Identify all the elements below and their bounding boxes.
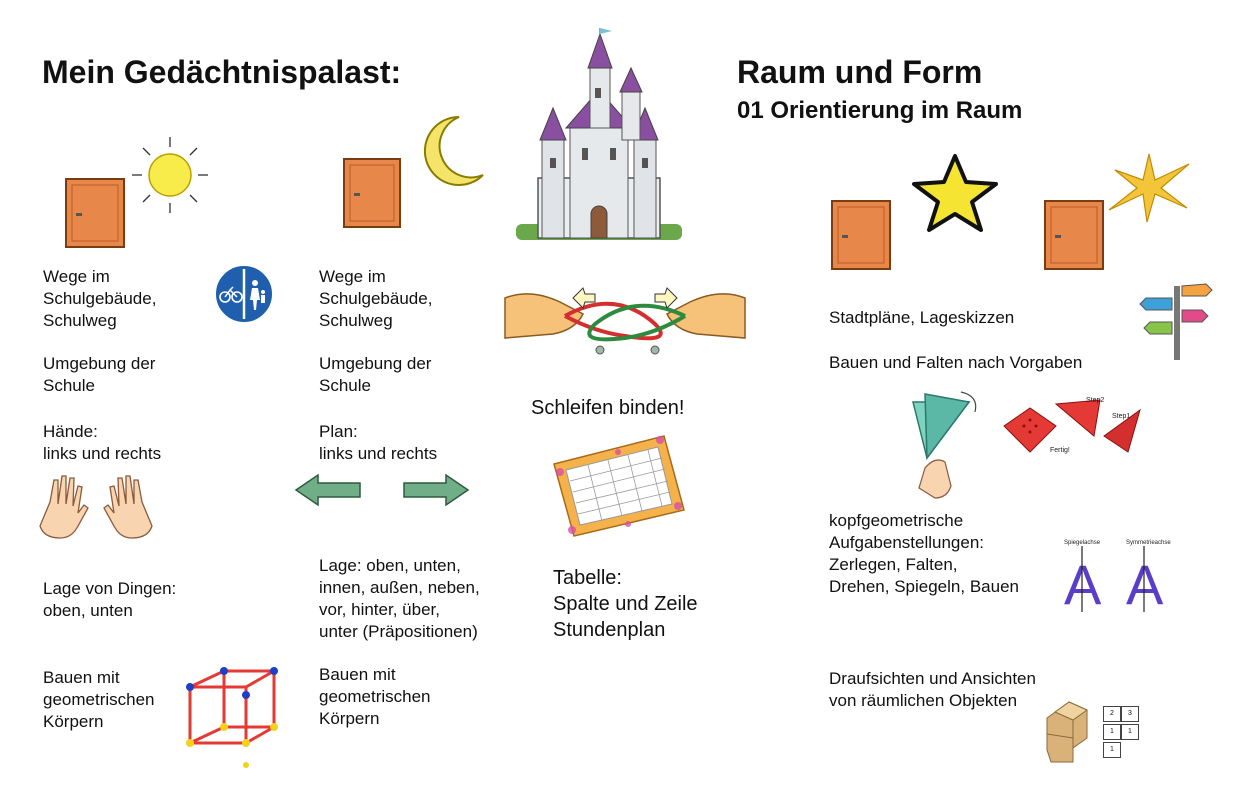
door-icon [831, 200, 891, 270]
middle-item-bauen: Bauen mit geometrischen Körpern [319, 665, 431, 728]
sun-icon [132, 137, 208, 213]
signpost-icon [1139, 283, 1213, 360]
arrow-left-icon [294, 473, 361, 507]
top-view-grid: 2 3 1 1 1 [1103, 706, 1143, 760]
right-item-stadtplaene: Stadtpläne, Lageskizzen [829, 308, 1015, 327]
right-item-kopfgeometrie: kopfgeometrische Aufgabenstellungen: Zer… [829, 511, 1019, 596]
grid-cell: 3 [1121, 706, 1139, 722]
moon-icon [423, 115, 484, 186]
folding-paper-icon [912, 391, 977, 499]
page-title-left: Mein Gedächtnispalast: [42, 54, 402, 90]
origami-step2-label: Step2 [1086, 397, 1104, 404]
pedestrian-bike-sign-icon [214, 264, 274, 324]
mirror-letter-a-2: A [1126, 553, 1164, 616]
grid-cell: 2 [1103, 706, 1121, 722]
middle-item-plan: Plan: links und rechts [319, 422, 438, 463]
grid-cell: 1 [1103, 742, 1121, 758]
door-icon [343, 158, 401, 228]
bow-caption: Schleifen binden! [531, 397, 685, 419]
cube-frame-icon [186, 667, 278, 768]
grid-cell: 1 [1121, 724, 1139, 740]
left-item-lage: Lage von Dingen: oben, unten [43, 579, 177, 620]
middle-item-umgebung: Umgebung der Schule [319, 354, 432, 395]
mirror-axis-label-2: Symmetrieachse [1126, 540, 1171, 546]
mirror-letters-icon: Spiegelachse Symmetrieachse A A [1064, 540, 1171, 616]
table-caption: Tabelle: Spalte und Zeile Stundenplan [553, 567, 698, 641]
origami-step1-label: Step1 [1112, 413, 1130, 420]
origami-steps-icon: Step2 Step1 Fertig! [1003, 397, 1141, 454]
arrow-right-icon [403, 473, 470, 507]
middle-item-wege: Wege im Schulgebäude, Schulweg [319, 267, 433, 330]
mirror-letter-a-1: A [1064, 553, 1102, 616]
left-item-wege: Wege im Schulgebäude, Schulweg [43, 267, 157, 330]
grid-cell: 1 [1103, 724, 1121, 740]
castle-icon [516, 28, 682, 240]
hands-icon [39, 475, 153, 539]
timetable-icon [553, 435, 685, 537]
left-item-haende: Hände: links und rechts [43, 422, 162, 463]
door-icon [1044, 200, 1104, 270]
door-icon [65, 178, 125, 248]
middle-item-lage: Lage: oben, unten, innen, außen, neben, … [319, 556, 480, 641]
right-item-ansichten: Draufsichten und Ansichten von räumliche… [829, 669, 1036, 710]
right-item-falten: Bauen und Falten nach Vorgaben [829, 353, 1083, 372]
wooden-blocks-icon [1046, 701, 1089, 763]
left-item-bauen: Bauen mit geometrischen Körpern [43, 668, 155, 731]
mirror-axis-label-1: Spiegelachse [1064, 540, 1101, 546]
star-icon [912, 154, 998, 232]
sparkle-star-icon [1108, 153, 1190, 223]
left-item-umgebung: Umgebung der Schule [43, 354, 156, 395]
origami-done-label: Fertig! [1050, 447, 1070, 454]
page-title-right: Raum und Form [737, 54, 983, 90]
page-subtitle: 01 Orientierung im Raum [737, 97, 1023, 124]
shoelace-tying-icon [504, 287, 746, 355]
